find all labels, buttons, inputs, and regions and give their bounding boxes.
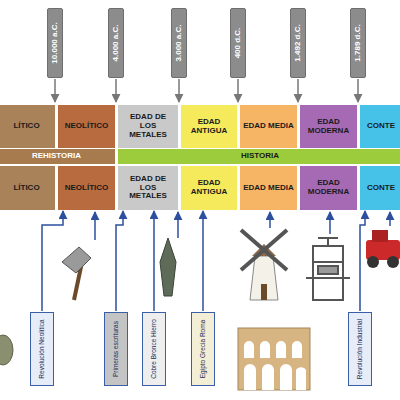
- image-arrows: [95, 212, 390, 240]
- car: [366, 230, 400, 268]
- connector-arrow: [116, 211, 123, 311]
- period-box: LÍTICO: [0, 105, 55, 148]
- vertical-label: Cobre Bronce Hierro: [150, 315, 157, 383]
- period-label: EDAD DE LOS METALES: [121, 175, 175, 201]
- period-label: HISTORIA: [241, 152, 279, 161]
- period-box: EDAD DE LOS METALES: [118, 166, 178, 210]
- vertical-label: Primeras escrituras: [112, 315, 119, 383]
- period-label: LÍTICO: [13, 184, 39, 193]
- connector-arrow: [202, 211, 204, 311]
- vertical-label: 1.492 d.C.: [294, 11, 303, 75]
- date-tag: 1.492 d.C.: [290, 8, 306, 78]
- period-box: NEOLÍTICO: [58, 166, 115, 210]
- connector-arrow: [153, 211, 155, 311]
- date-tag: 400 d.C.: [230, 8, 246, 78]
- vertical-label: 1.789 d.C.: [354, 11, 363, 75]
- event-box: Cobre Bronce Hierro: [142, 312, 166, 386]
- period-label: NEOLÍTICO: [65, 184, 109, 193]
- event-box: Primeras escrituras: [104, 312, 128, 386]
- windmill: [241, 230, 287, 300]
- axe: [62, 247, 91, 300]
- period-box: EDAD MEDIA: [240, 166, 297, 210]
- event-box: Revolución Industrial: [348, 312, 372, 386]
- vertical-label: Revolución Neolítica: [38, 315, 45, 383]
- connector-arrow: [42, 211, 63, 311]
- period-label: CONTE: [367, 122, 395, 131]
- period-label: NEOLÍTICO: [65, 122, 109, 131]
- period-label: LÍTICO: [13, 122, 39, 131]
- period-box: EDAD MODERNA: [300, 166, 357, 210]
- aqueduct: [238, 328, 310, 390]
- period-label: REHISTORIA: [32, 152, 81, 161]
- vertical-label: Egipto Grecia Roma: [199, 315, 206, 383]
- period-box: EDAD DE LOS METALES: [118, 105, 178, 148]
- era-band: REHISTORIA: [0, 149, 115, 164]
- date-tag: 3.000 a.C.: [171, 8, 187, 78]
- vertical-label: 10.000 a.C.: [51, 11, 60, 75]
- period-label: EDAD MODERNA: [303, 179, 354, 197]
- vertical-label: 400 d.C.: [234, 11, 243, 75]
- period-box: EDAD ANTIGUA: [181, 166, 237, 210]
- date-tag: 1.789 d.C.: [350, 8, 366, 78]
- vertical-label: 4.000 a.C.: [112, 11, 121, 75]
- event-box: Egipto Grecia Roma: [191, 312, 215, 386]
- period-box: CONTE: [360, 105, 400, 148]
- connector-arrow: [360, 211, 365, 311]
- spearhead: [160, 238, 176, 296]
- vertical-label: 3.000 a.C.: [175, 11, 184, 75]
- period-box: EDAD ANTIGUA: [181, 105, 237, 148]
- period-label: EDAD MEDIA: [243, 184, 294, 193]
- period-label: CONTE: [367, 184, 395, 193]
- stone-tool: [0, 335, 13, 365]
- period-label: EDAD MODERNA: [303, 118, 354, 136]
- period-box: LÍTICO: [0, 166, 55, 210]
- date-tag: 10.000 a.C.: [47, 8, 63, 78]
- period-box: EDAD MEDIA: [240, 105, 297, 148]
- date-tag: 4.000 a.C.: [108, 8, 124, 78]
- period-label: EDAD MEDIA: [243, 122, 294, 131]
- era-band: HISTORIA: [118, 149, 400, 164]
- date-arrows: [55, 79, 358, 102]
- event-box: Revolución Neolítica: [30, 312, 54, 386]
- period-box: EDAD MODERNA: [300, 105, 357, 148]
- period-label: EDAD ANTIGUA: [184, 118, 234, 136]
- period-label: EDAD DE LOS METALES: [121, 113, 175, 139]
- period-label: EDAD ANTIGUA: [184, 179, 234, 197]
- vertical-label: Revolución Industrial: [356, 315, 363, 383]
- period-box: CONTE: [360, 166, 400, 210]
- period-box: NEOLÍTICO: [58, 105, 115, 148]
- printing-press: [306, 238, 350, 300]
